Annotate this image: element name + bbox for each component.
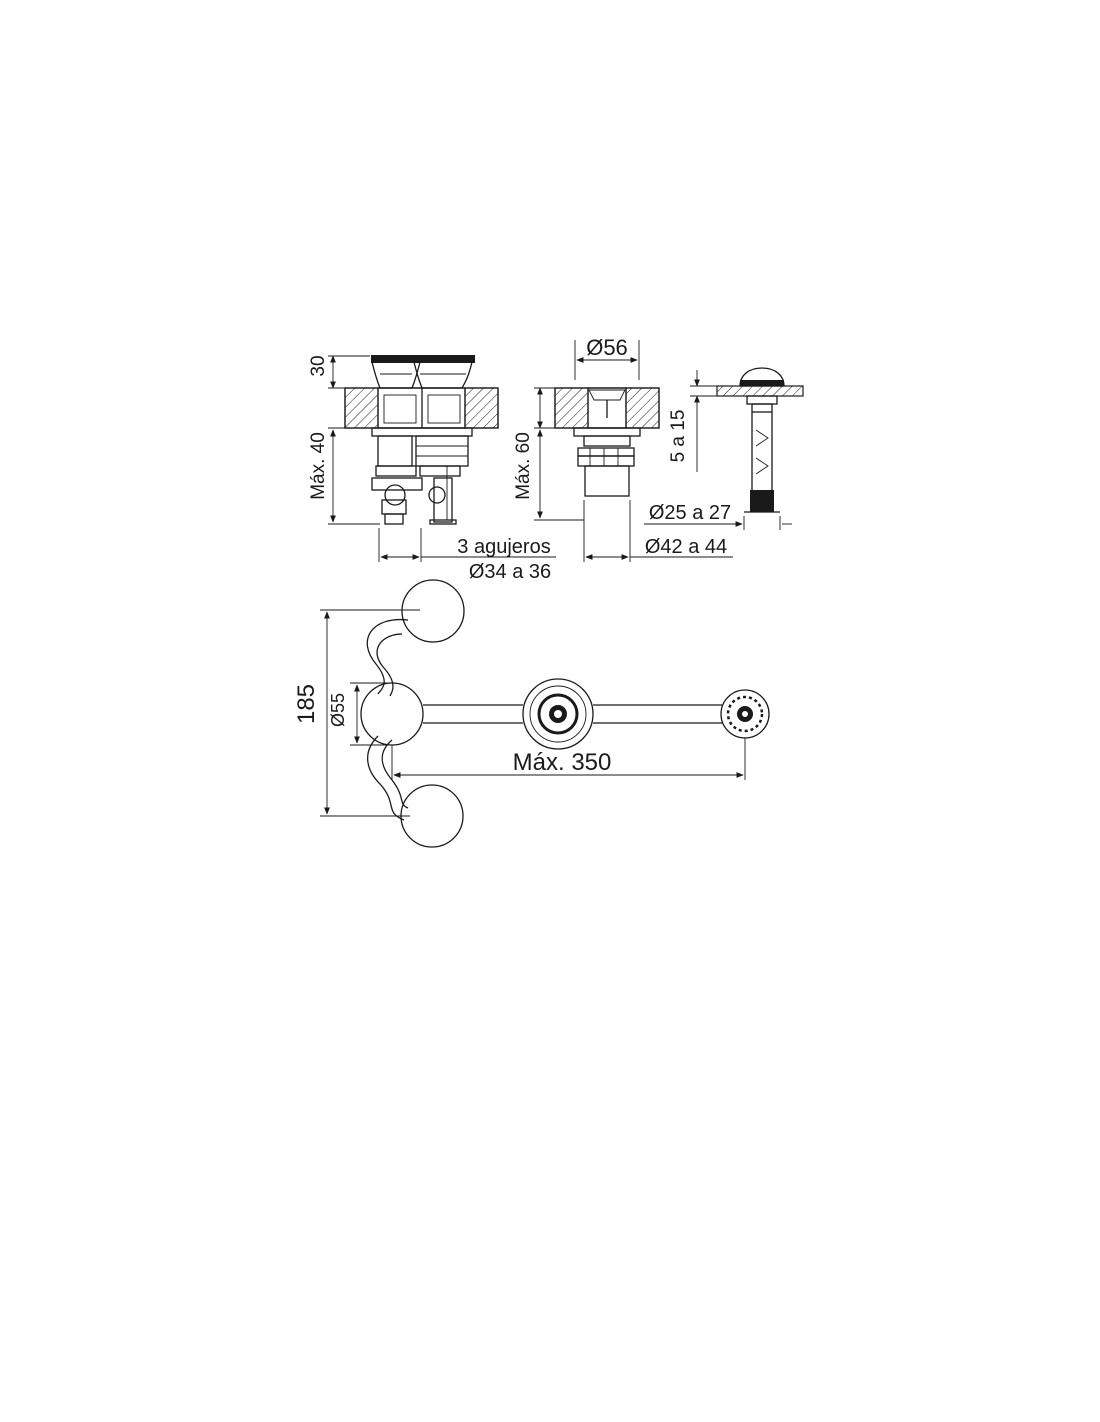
plan-view-dimensions: 185 Ø55 Máx. 350	[293, 609, 746, 817]
dim-holes-diameter: Ø34 a 36	[469, 561, 551, 583]
dim-hole-center: Ø42 a 44	[645, 536, 727, 558]
dim-handle-diameter: Ø55	[328, 693, 348, 727]
side-view-spout-dimensions: Ø56 Máx. 60 Ø42 a 44	[513, 335, 733, 562]
dim-spread-height: 185	[293, 684, 320, 724]
handle-top	[401, 579, 465, 643]
dim-holes-count: 3 agujeros	[457, 536, 550, 558]
side-view-diverter-dimensions: 5 a 15 Ø25 a 27	[644, 370, 792, 530]
side-view-spout	[554, 387, 660, 497]
dim-max-length: Máx. 350	[513, 749, 612, 776]
plan-view	[360, 579, 770, 848]
dim-diverter-diameter: Ø25 a 27	[649, 502, 731, 524]
spout-top	[522, 678, 594, 750]
mixer-top-disc	[371, 355, 475, 363]
side-view-mixer-dimensions: 30 Máx. 40 3 agujeros Ø34 a 36	[308, 355, 556, 583]
deck-section-right	[464, 387, 499, 429]
side-view-diverter	[716, 367, 804, 513]
dim-max-under-center: Máx. 60	[513, 432, 534, 500]
dim-deck-range-right: 5 a 15	[668, 410, 689, 463]
dim-deck-thickness: 30	[308, 355, 329, 376]
dim-spout-diameter: Ø56	[586, 335, 628, 360]
handle-bottom	[400, 784, 464, 848]
deck-section-left	[344, 387, 379, 429]
side-view-mixer	[344, 355, 499, 525]
dim-max-under-left: Máx. 40	[308, 432, 329, 500]
